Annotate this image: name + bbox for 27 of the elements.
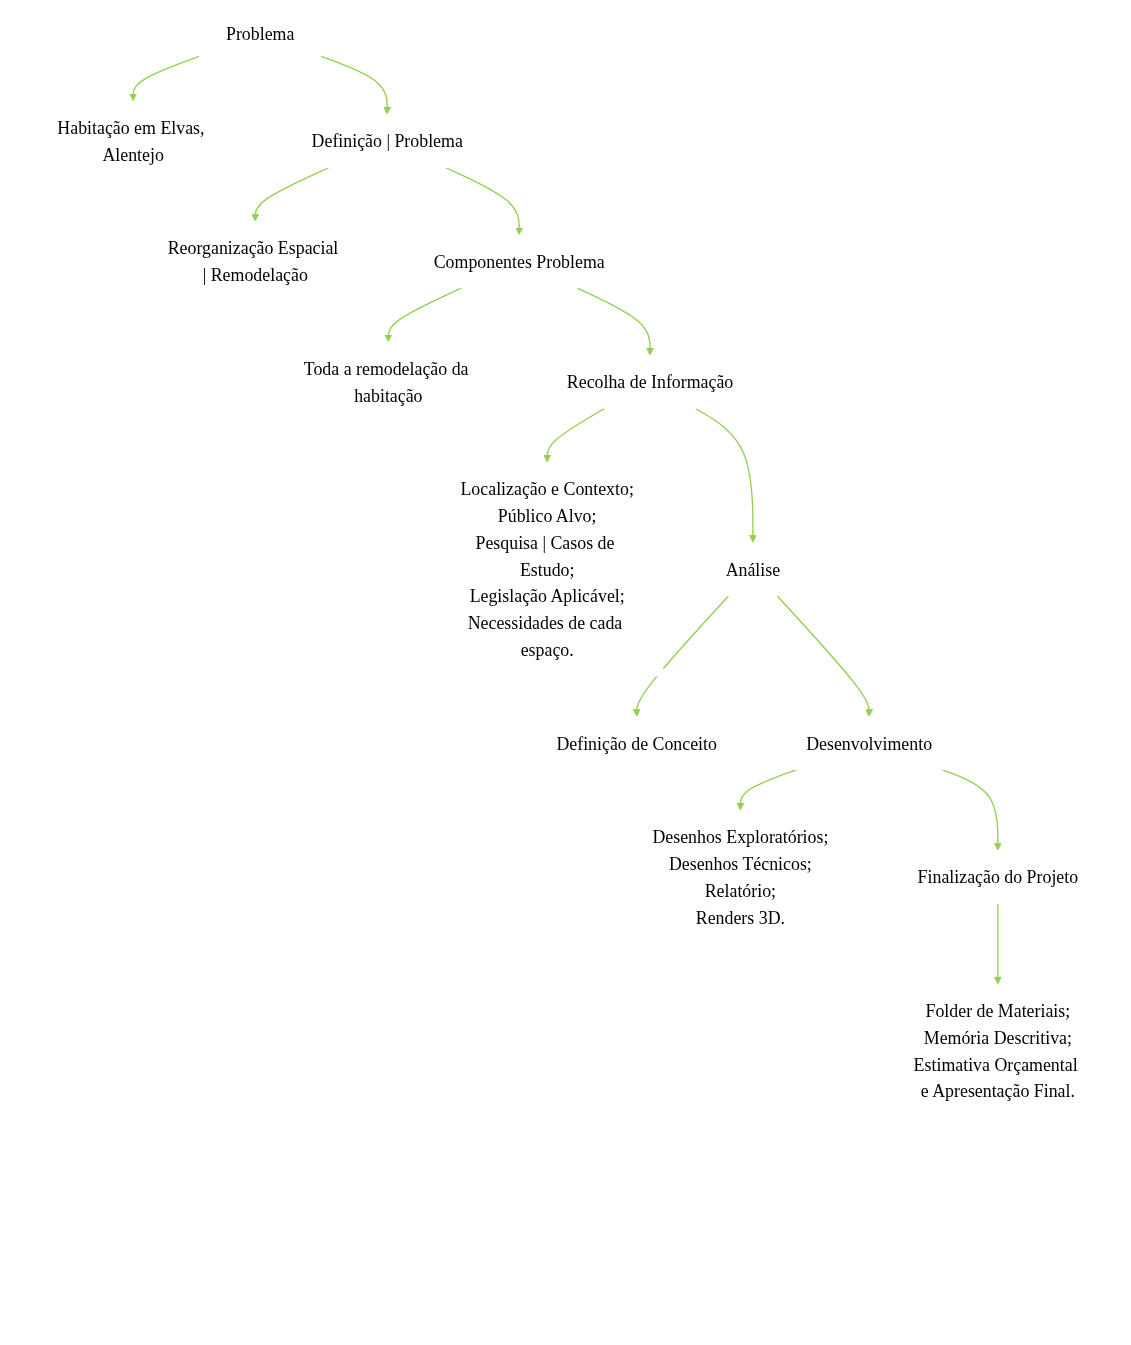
node-text: Reorganização Espacial | Remodelação (167, 238, 339, 285)
node-text: Componentes Problema (433, 251, 605, 272)
arrow (129, 55, 200, 102)
arrow (543, 408, 605, 463)
node-text: Análise (725, 559, 781, 580)
node-text: Habitação em Elvas, Alentejo (57, 117, 205, 165)
node-text: Definição | Problema (311, 131, 463, 151)
arrow (576, 287, 654, 356)
node-text: Desenvolvimento (806, 733, 933, 754)
arrow (384, 287, 462, 343)
node-text: Recolha de Informação (566, 372, 734, 392)
node-text: Folder de Materiais; Memória Descritiva; Estimativa Orçamental e Apresentação Final. (913, 1001, 1078, 1102)
arrow (251, 167, 330, 222)
arrow (695, 408, 757, 543)
arrow (445, 167, 524, 235)
arrow (632, 595, 730, 717)
node-text: Localização e Contexto; Público Alvo; Pesquisa | Casos de Estudo; Legislação Aplicável; Necessidades de cada espaço. (460, 479, 634, 660)
node-text: Desenhos Exploratórios; Desenhos Técnicos; Relatório; Renders 3D. (652, 827, 829, 928)
arrow (776, 595, 874, 717)
node-text: Toda a remodelação da habitação (303, 358, 469, 406)
arrow (993, 903, 1002, 985)
node-text: Finalização do Projeto (917, 867, 1079, 887)
arrow (736, 769, 797, 811)
arrow (320, 55, 392, 115)
node-text: Definição de Conceito (556, 733, 717, 754)
node-text: Problema (225, 24, 295, 44)
arrow (942, 769, 1002, 851)
